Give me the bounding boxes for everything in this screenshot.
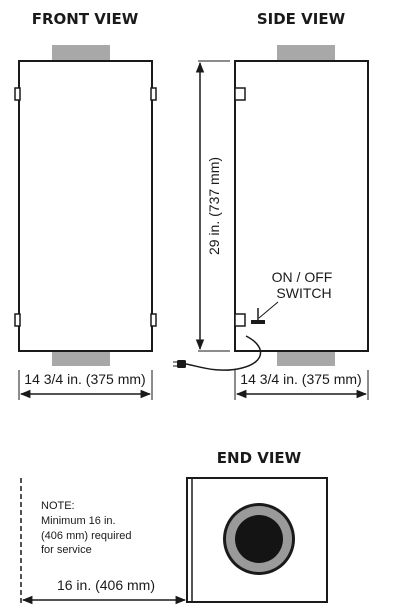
port-core bbox=[235, 515, 283, 563]
end-view-title: END VIEW bbox=[217, 449, 302, 467]
front-top-collar bbox=[52, 45, 110, 61]
front-hinge-br bbox=[150, 313, 157, 327]
front-view: FRONT VIEW 14 3/4 in. (375 mm) bbox=[14, 10, 157, 400]
side-view-title: SIDE VIEW bbox=[257, 10, 346, 28]
note-line-3: (406 mm) required bbox=[41, 530, 131, 542]
side-latch-bottom bbox=[234, 313, 246, 327]
side-width-label: 14 3/4 in. (375 mm) bbox=[240, 371, 361, 387]
side-bottom-collar bbox=[277, 350, 335, 366]
switch-label-line2: SWITCH bbox=[276, 285, 331, 301]
power-cord bbox=[185, 335, 262, 371]
power-plug-icon bbox=[177, 360, 186, 368]
note-line-4: for service bbox=[41, 544, 92, 556]
switch-label-line1: ON / OFF bbox=[272, 269, 333, 285]
side-cabinet bbox=[234, 60, 369, 352]
front-bottom-collar bbox=[52, 350, 110, 366]
front-hinge-tr bbox=[150, 87, 157, 101]
side-height-label: 29 in. (737 mm) bbox=[206, 157, 222, 255]
clearance-label: 16 in. (406 mm) bbox=[57, 577, 155, 593]
end-view: END VIEW NOTE: Minimum 16 in. (406 mm) r… bbox=[20, 449, 328, 605]
front-hinge-bl bbox=[14, 313, 21, 327]
on-off-switch bbox=[251, 320, 265, 324]
side-view: SIDE VIEW 29 in. (737 mm) ON / OFF SWITC… bbox=[173, 10, 369, 400]
front-width-label: 14 3/4 in. (375 mm) bbox=[24, 371, 145, 387]
note-line-2: Minimum 16 in. bbox=[41, 515, 116, 527]
switch-leader-line bbox=[258, 301, 279, 319]
note-line-1: NOTE: bbox=[41, 500, 75, 512]
front-hinge-tl bbox=[14, 87, 21, 101]
front-cabinet bbox=[18, 60, 153, 352]
side-top-collar bbox=[277, 45, 335, 61]
front-view-title: FRONT VIEW bbox=[32, 10, 139, 28]
side-latch-top bbox=[234, 87, 246, 101]
